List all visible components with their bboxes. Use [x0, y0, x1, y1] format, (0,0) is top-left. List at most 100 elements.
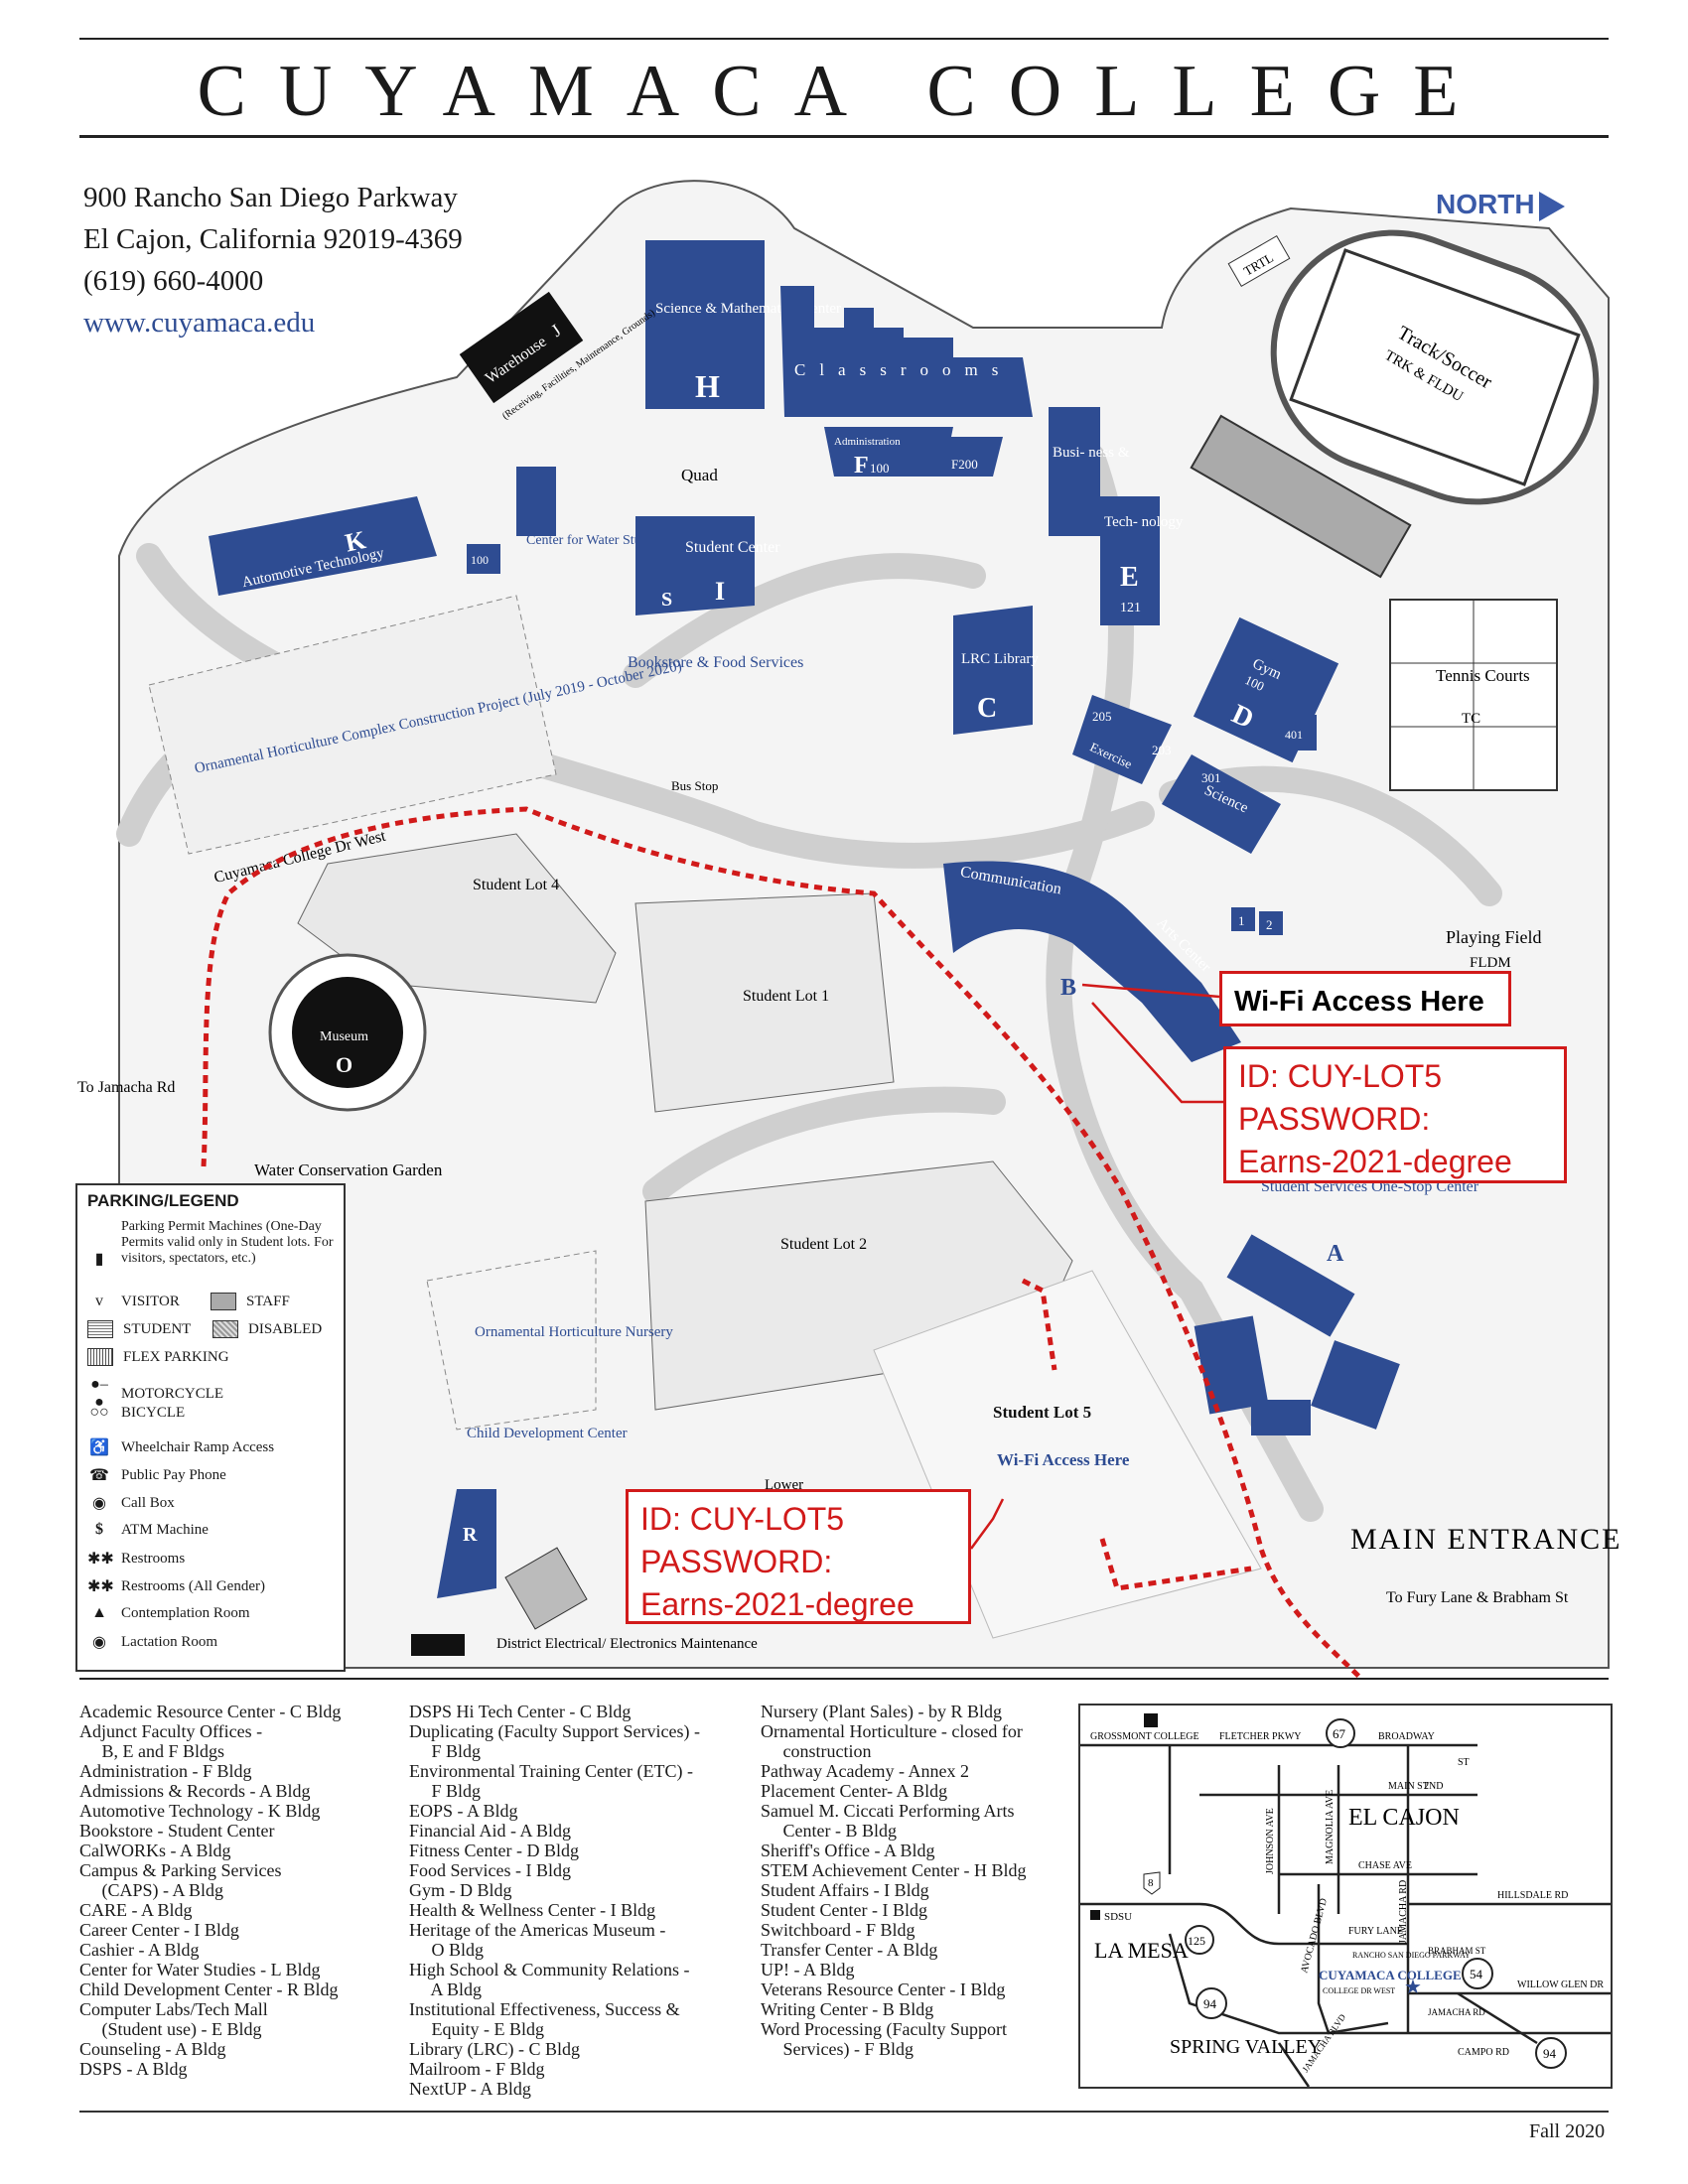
svg-text:Busi- ness &: Busi- ness &	[1053, 445, 1130, 461]
svg-text:FURY LANE: FURY LANE	[1348, 1926, 1403, 1937]
building-student-services[interactable]	[1194, 1234, 1400, 1435]
svg-text:GROSSMONT COLLEGE: GROSSMONT COLLEGE	[1090, 1731, 1199, 1742]
north-indicator: NORTH	[1436, 189, 1565, 221]
visitor-icon: v	[95, 1293, 103, 1309]
svg-text:CAMPO RD: CAMPO RD	[1458, 2047, 1509, 2058]
index-entry: Writing Center - B Bldg	[761, 1999, 934, 2019]
tennis-courts: Tennis Courts TC	[1389, 599, 1558, 791]
parking-meter-icon: ▮	[94, 1251, 104, 1268]
building-child-development[interactable]: Child Development Center R	[437, 1426, 628, 1630]
building-science-301[interactable]: 301 Science	[1162, 754, 1281, 854]
phone-icon: ☎	[89, 1467, 109, 1484]
building-gym[interactable]: Gym 100 D 401	[1193, 616, 1339, 763]
north-arrow-icon	[1538, 191, 1565, 221]
building-letter-e: E	[1120, 562, 1139, 593]
index-entry: Pathway Academy - Annex 2	[761, 1761, 969, 1781]
index-entry: Campus & Parking Services	[79, 1860, 282, 1880]
bus-stop-label: Bus Stop	[671, 778, 718, 793]
building-classrooms[interactable]: Classrooms	[780, 286, 1033, 417]
index-entry: Automotive Technology - K Bldg	[79, 1801, 321, 1821]
index-entry: Fitness Center - D Bldg	[409, 1841, 579, 1860]
cred-lot5-password-label: PASSWORD:	[640, 1544, 833, 1579]
address-website[interactable]: www.cuyamaca.edu	[83, 307, 316, 339]
flex-icon	[87, 1348, 113, 1366]
address-phone: (619) 660-4000	[83, 265, 264, 297]
svg-text:Museum: Museum	[320, 1029, 368, 1044]
top-rule-thick	[79, 135, 1609, 138]
legend-title: PARKING/LEGEND	[87, 1191, 239, 1210]
motorcycle-icon: ●–●	[90, 1376, 108, 1411]
index-entry: CalWORKs - A Bldg	[79, 1841, 231, 1860]
student-lot-1[interactable]: Student Lot 1	[634, 892, 895, 1113]
svg-text:CUYAMACA COLLEGE: CUYAMACA COLLEGE	[1319, 1968, 1462, 1982]
svg-text:Ornamental Horticulture Nurser: Ornamental Horticulture Nursery	[475, 1324, 673, 1340]
index-entry: Transfer Center - A Bldg	[761, 1940, 938, 1960]
building-administration[interactable]: Administration F 100 F200	[824, 427, 1003, 478]
svg-text:54: 54	[1470, 1967, 1483, 1981]
index-entry: Center for Water Studies - L Bldg	[79, 1960, 321, 1979]
building-letter-i: I	[715, 577, 725, 606]
index-entry: (Student use) - E Bldg	[79, 2019, 262, 2039]
playing-field-code: FLDM	[1470, 955, 1511, 971]
legend-item: ♿ Wheelchair Ramp Access	[87, 1437, 336, 1457]
building-letter-s: S	[661, 589, 672, 611]
index-entry: Academic Resource Center - C Bldg	[79, 1702, 342, 1721]
building-student-center[interactable]: Student Center I S	[635, 516, 780, 615]
building-science-math[interactable]: Science & Mathematics Center H	[645, 240, 841, 409]
building-letter-f: F	[854, 453, 869, 478]
building-business-technology[interactable]: Busi- ness & Tech- nology E 121	[1049, 407, 1184, 625]
index-entry: Veterans Resource Center - I Bldg	[761, 1979, 1006, 1999]
index-entry: CARE - A Bldg	[79, 1900, 193, 1920]
svg-text:203: 203	[1152, 743, 1172, 757]
index-entry: Adjunct Faculty Offices -	[79, 1721, 263, 1741]
bicycle-icon: ○○	[89, 1404, 109, 1421]
cred-lot5-id: ID: CUY-LOT5	[640, 1501, 845, 1537]
svg-text:94: 94	[1543, 2046, 1557, 2061]
walking-route-spur	[1021, 1278, 1057, 1371]
index-entry: Computer Labs/Tech Mall	[79, 1999, 268, 2019]
svg-text:EL CAJON: EL CAJON	[1348, 1805, 1460, 1831]
svg-text:100: 100	[1243, 672, 1267, 694]
svg-text:67: 67	[1333, 1726, 1346, 1741]
index-entry: Counseling - A Bldg	[79, 2039, 226, 2059]
building-letter-b: B	[1060, 975, 1076, 1001]
walking-route	[201, 806, 1362, 1680]
cred-b-id: ID: CUY-LOT5	[1238, 1058, 1443, 1094]
svg-text:100: 100	[471, 553, 489, 567]
svg-text:100: 100	[870, 461, 890, 476]
wifi-credentials-lot5: ID: CUY-LOT5 PASSWORD: Earns-2021-degree	[626, 1489, 971, 1624]
index-entry: Center - B Bldg	[761, 1821, 898, 1841]
svg-text:Student Center: Student Center	[685, 539, 780, 556]
index-entry: DSPS Hi Tech Center - C Bldg	[409, 1702, 632, 1721]
svg-text:F200: F200	[951, 457, 978, 472]
district-building	[411, 1634, 465, 1656]
building-museum[interactable]: Museum O	[268, 953, 427, 1112]
svg-text:2ND: 2ND	[1424, 1781, 1443, 1792]
parking-markers: 1 2	[1231, 907, 1283, 935]
svg-text:Student Lot 5: Student Lot 5	[993, 1403, 1091, 1422]
building-library[interactable]: LRC Library C	[953, 606, 1039, 735]
legend-item: ○○ BICYCLE	[87, 1404, 336, 1422]
index-entry: F Bldg	[409, 1781, 482, 1801]
index-entry: F Bldg	[409, 1741, 482, 1761]
college-address: 900 Rancho San Diego Parkway El Cajon, C…	[83, 177, 463, 343]
svg-text:Classrooms: Classrooms	[794, 360, 1012, 379]
svg-text:125: 125	[1188, 1934, 1205, 1948]
svg-text:94: 94	[1203, 1996, 1217, 2011]
address-line2: El Cajon, California 92019-4369	[83, 223, 463, 255]
index-entry: Admissions & Records - A Bldg	[79, 1781, 311, 1801]
svg-text:COLLEGE DR WEST: COLLEGE DR WEST	[1323, 1986, 1395, 1995]
north-label: NORTH	[1436, 189, 1535, 219]
svg-text:FLETCHER PKWY: FLETCHER PKWY	[1219, 1731, 1302, 1742]
building-exercise[interactable]: 205 203 Exercise	[1072, 695, 1172, 784]
legend-item: STUDENT DISABLED	[87, 1320, 336, 1338]
staff-icon	[211, 1293, 236, 1310]
index-entry: Bookstore - Student Center	[79, 1821, 275, 1841]
building-water-studies[interactable]: 100 Center for Water Studies	[467, 467, 663, 574]
index-entry: NextUP - A Bldg	[409, 2079, 531, 2099]
tennis-label: Tennis Courts	[1436, 666, 1530, 685]
cred-b-password: Earns-2021-degree	[1238, 1144, 1512, 1179]
legend-item: FLEX PARKING	[87, 1348, 336, 1366]
index-entry: Gym - D Bldg	[409, 1880, 512, 1900]
restroom-all-icon: ✱✱	[87, 1578, 114, 1595]
